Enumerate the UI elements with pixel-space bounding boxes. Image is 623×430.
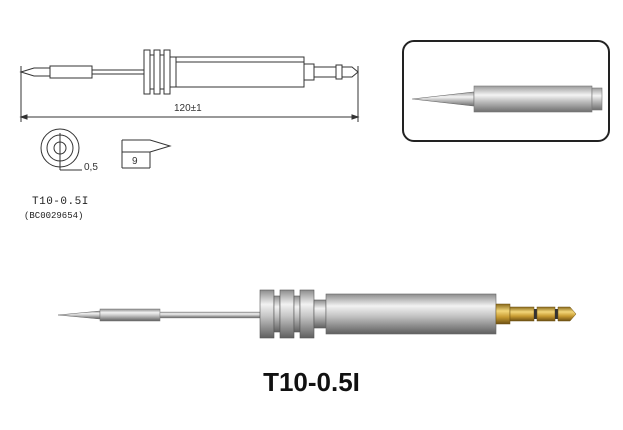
tip-detail-box xyxy=(402,40,610,142)
part-number-label: (BC0029654) xyxy=(24,211,84,221)
bevel-dimension-label: 9 xyxy=(132,156,138,167)
tip-closeup-image xyxy=(411,85,603,113)
soldering-tip-photo xyxy=(57,289,577,339)
model-code-label: T10-0.5I xyxy=(32,196,89,208)
length-dimension-label: 120±1 xyxy=(174,103,202,114)
technical-drawing xyxy=(19,49,360,171)
tip-dimension-label: 0,5 xyxy=(84,162,98,173)
product-title: T10-0.5I xyxy=(263,367,360,397)
